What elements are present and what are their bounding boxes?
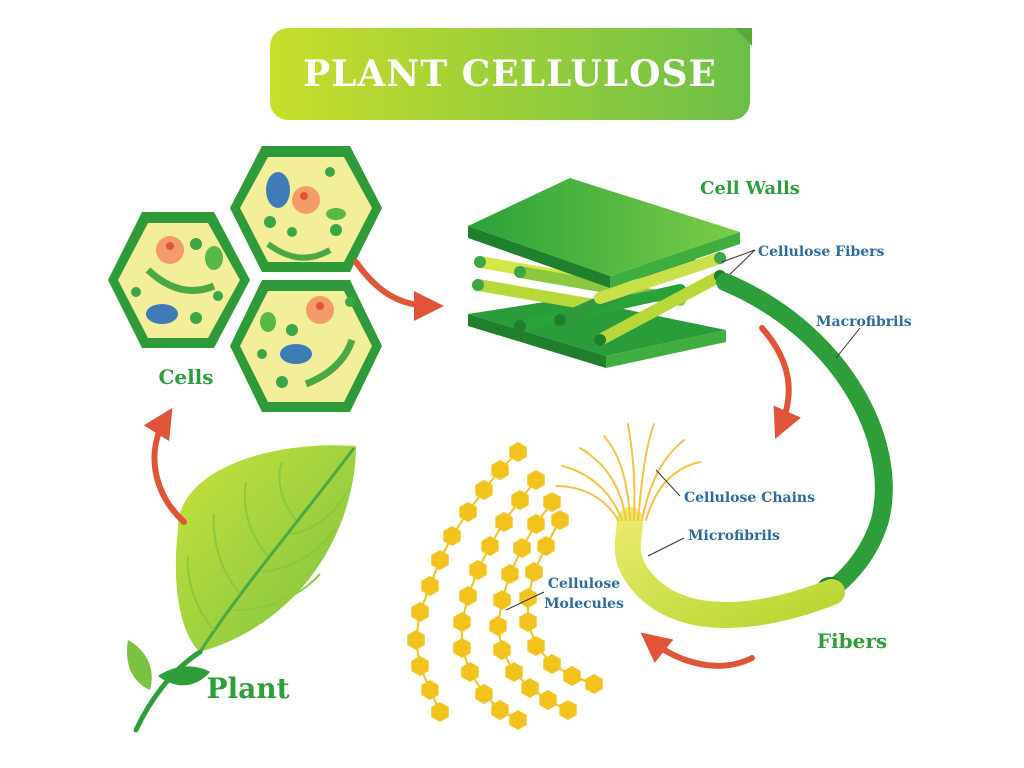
molecule-hexagon	[527, 636, 545, 656]
molecule-hexagon	[505, 662, 523, 682]
cell-bottom	[230, 280, 382, 412]
molecule-hexagon	[459, 502, 477, 522]
cellulose-fibers-label: Cellulose Fibers	[758, 244, 885, 260]
molecule-hexagon	[511, 490, 529, 510]
molecule-hexagon	[453, 638, 471, 658]
molecule-hexagon	[475, 480, 493, 500]
cell-top	[230, 146, 382, 272]
molecule-hexagon	[411, 656, 429, 676]
molecule-hexagon	[493, 590, 511, 610]
molecule-hexagon	[527, 470, 545, 490]
macrofibrils-pointer	[835, 327, 861, 359]
cellulose-molecules-label-line1: Cellulose	[548, 576, 620, 592]
cell-left	[108, 212, 250, 348]
molecule-hexagon	[525, 562, 543, 582]
molecule-hexagon	[559, 700, 577, 720]
arrow-cells-to-walls	[353, 259, 444, 321]
molecule-hexagon	[481, 536, 499, 556]
cell-walls-label: Cell Walls	[700, 178, 800, 199]
title-banner: PLANT CELLULOSE	[270, 28, 752, 120]
molecule-hexagon	[513, 538, 531, 558]
molecule-hexagon	[469, 560, 487, 580]
cellulose-molecules-label-line2: Molecules	[544, 596, 624, 612]
microfibrils-pointer	[647, 537, 685, 557]
fibers-label: Fibers	[817, 629, 887, 653]
microfibril-strand	[614, 507, 845, 628]
leaf-illustration	[126, 445, 356, 733]
molecule-hexagon	[501, 564, 519, 584]
molecule-hexagon	[491, 460, 509, 480]
molecule-hexagon	[443, 526, 461, 546]
cells-cluster	[108, 146, 382, 412]
cellulose-chains-pointer	[655, 469, 681, 497]
arrow-plant-to-cells	[143, 407, 187, 525]
molecule-hexagon	[521, 678, 539, 698]
molecule-hexagon	[509, 710, 527, 730]
molecule-hexagon	[539, 690, 557, 710]
molecule-hexagon	[543, 654, 561, 674]
arrow-fibers-to-molecules	[640, 632, 755, 669]
molecule-hexagon	[453, 612, 471, 632]
arrow-walls-to-fibers	[759, 325, 802, 439]
microfibrils-label: Microfibrils	[688, 528, 780, 544]
molecule-hexagon	[563, 666, 581, 686]
cellulose-molecule-chains	[407, 442, 603, 730]
molecule-hexagon	[495, 512, 513, 532]
molecule-hexagon	[519, 588, 537, 608]
molecule-hexagon	[421, 576, 439, 596]
molecule-hexagon	[551, 510, 569, 530]
macrofibrils-label: Macrofibrils	[816, 314, 912, 330]
cellulose-chains-label: Cellulose Chains	[684, 490, 815, 506]
cells-label: Cells	[158, 365, 213, 389]
page-title: PLANT CELLULOSE	[303, 53, 717, 95]
molecule-hexagon	[543, 492, 561, 512]
molecule-hexagon	[431, 550, 449, 570]
cell-walls-stack	[468, 178, 740, 368]
molecule-hexagon	[489, 616, 507, 636]
cellulose-chains-bundle	[555, 423, 701, 521]
molecule-hexagon	[461, 662, 479, 682]
plant-label: Plant	[206, 672, 289, 705]
macrofibril-strand	[716, 273, 893, 601]
molecule-hexagon	[421, 680, 439, 700]
molecule-hexagon	[509, 442, 527, 462]
molecule-hexagon	[585, 674, 603, 694]
molecule-hexagon	[519, 612, 537, 632]
molecule-hexagon	[407, 630, 425, 650]
molecule-hexagon	[537, 536, 555, 556]
cellulose-molecules-pointer	[505, 591, 545, 611]
molecule-hexagon	[475, 684, 493, 704]
molecule-hexagon	[493, 640, 511, 660]
molecule-hexagon	[527, 514, 545, 534]
molecule-hexagon	[411, 602, 429, 622]
molecule-hexagon	[431, 702, 449, 722]
molecule-hexagon	[491, 700, 509, 720]
process-arrows	[143, 259, 802, 669]
molecule-hexagon	[459, 586, 477, 606]
cellulose-fiber-rods	[472, 252, 726, 346]
